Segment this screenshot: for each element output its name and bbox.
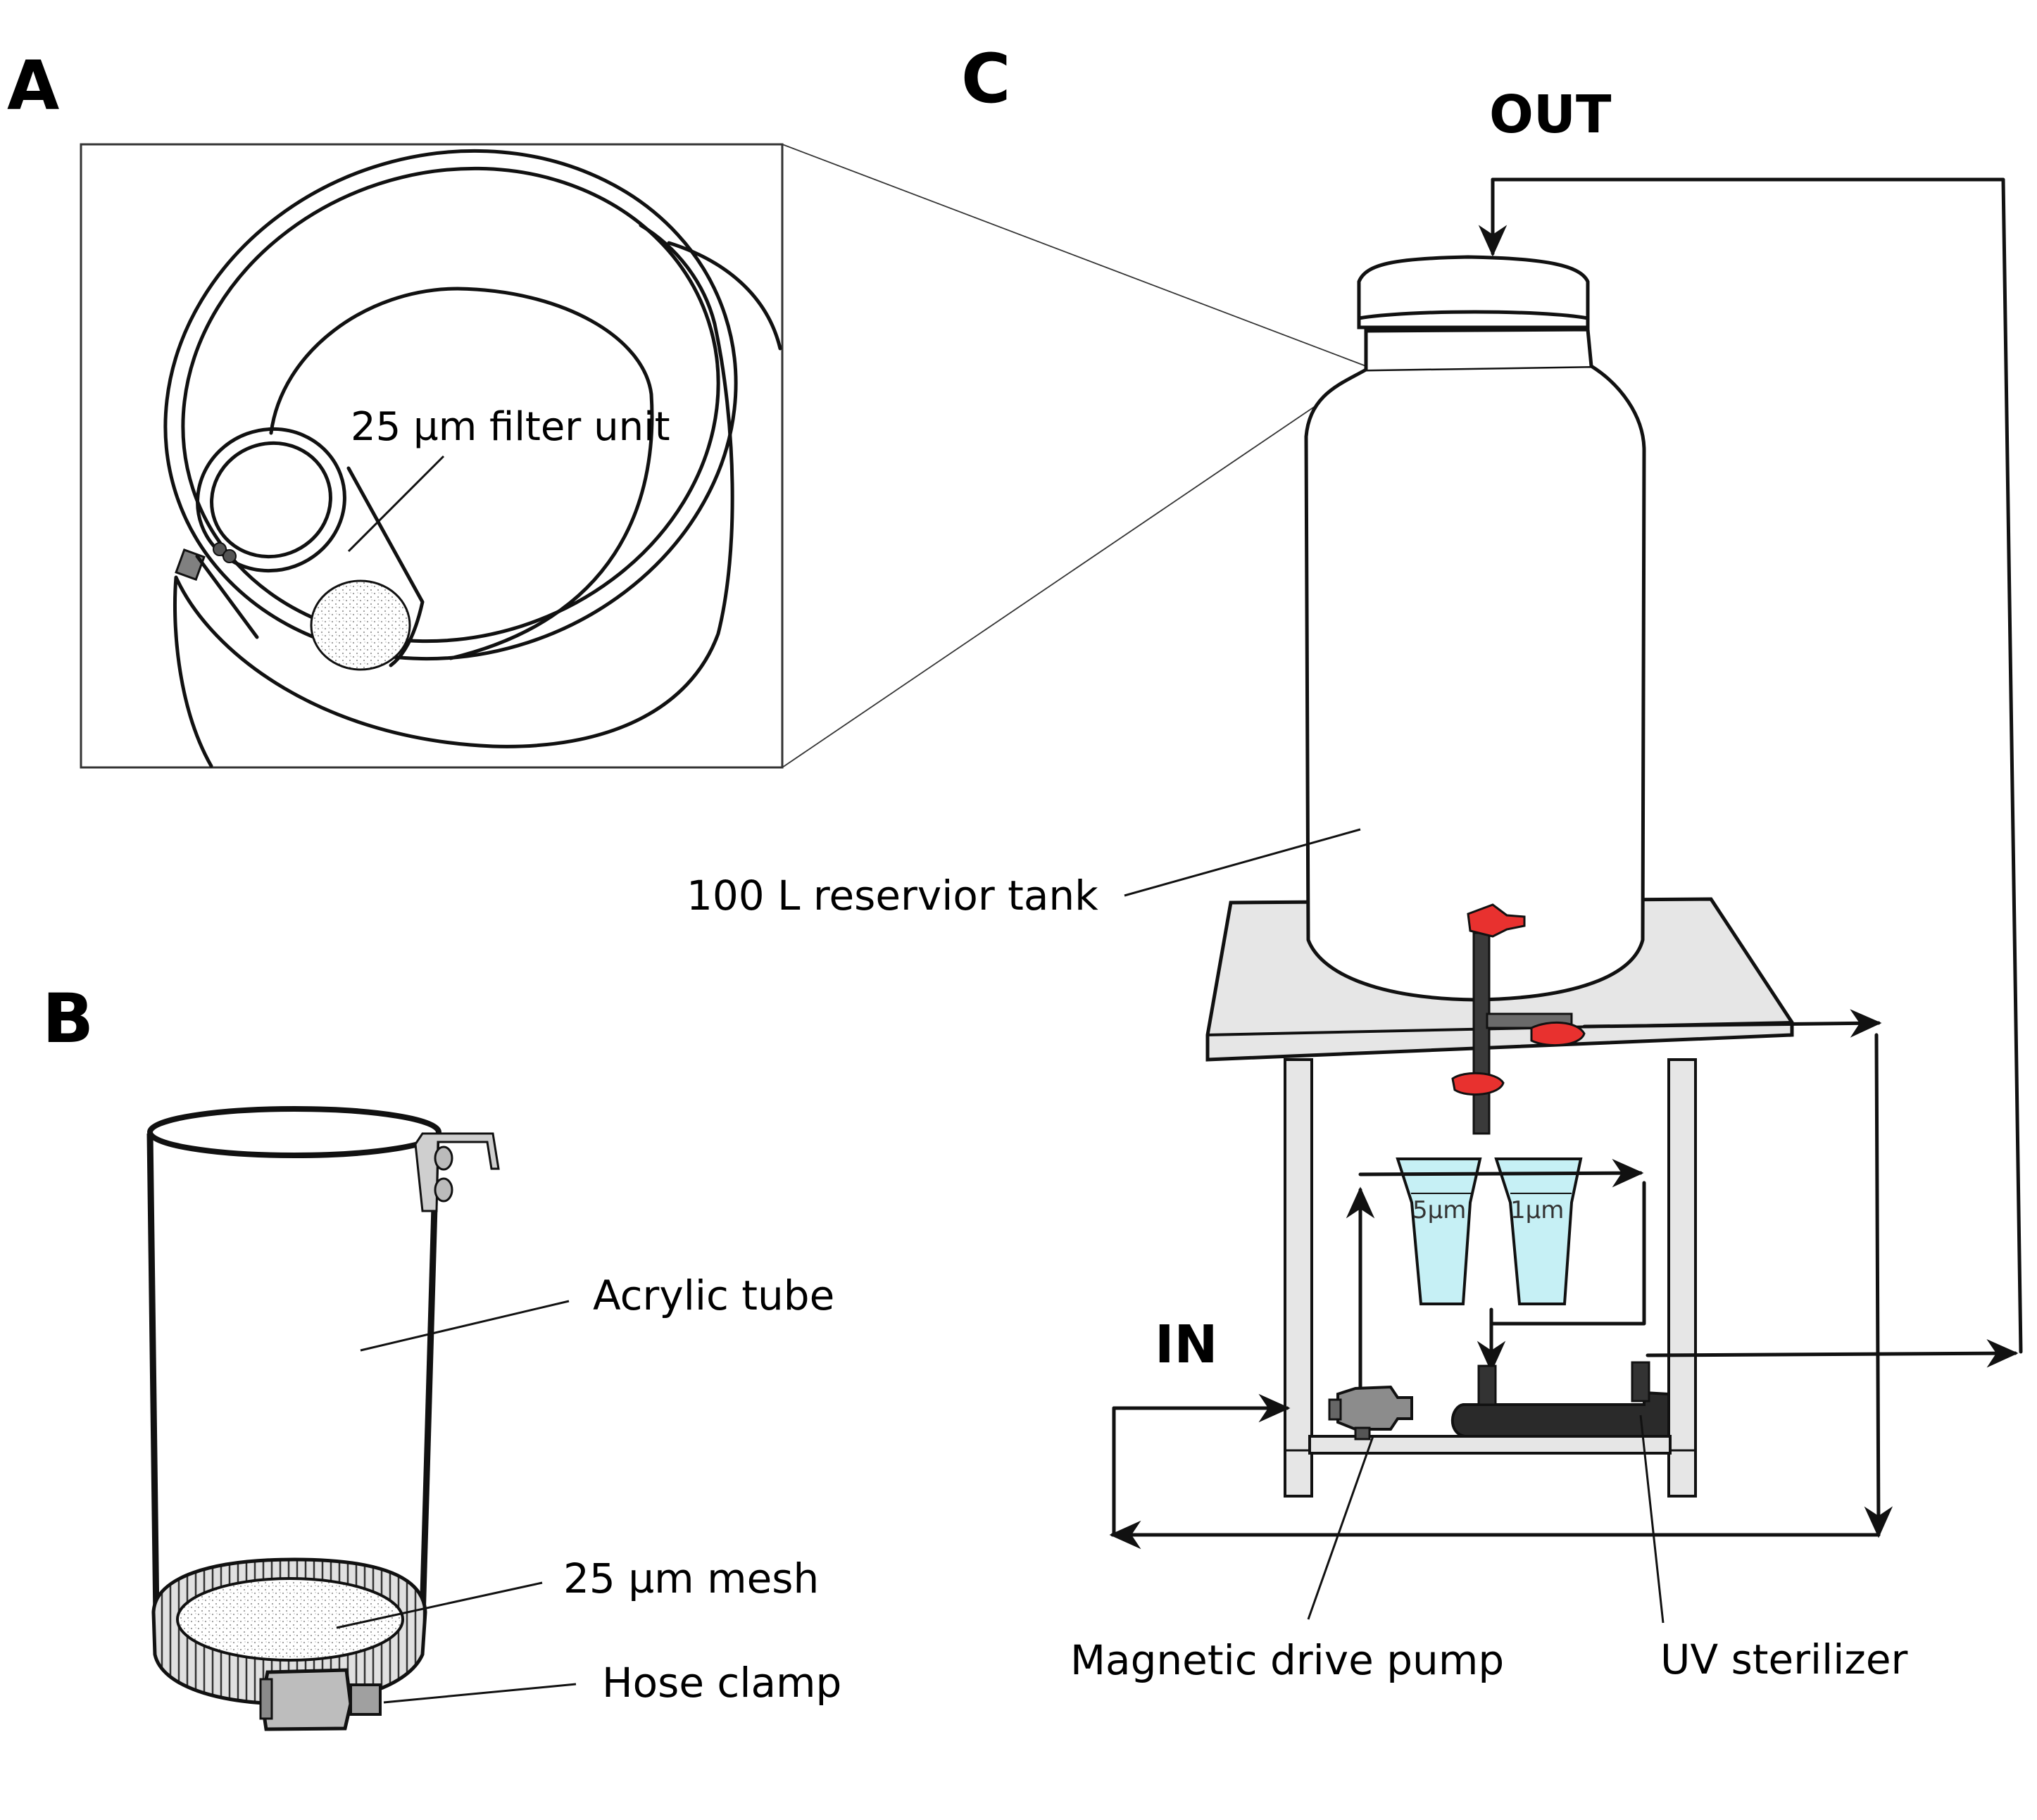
- tube-leader-line: [360, 1300, 570, 1352]
- cartridge-filters: 5µm 1µm: [1396, 1157, 1583, 1305]
- tank-lid: [1357, 255, 1590, 330]
- mesh-label: 25 µm mesh: [563, 1555, 819, 1602]
- return-line: [1478, 177, 2023, 1354]
- zoom-line-top: [782, 144, 1367, 367]
- filter-mesh-disk: [310, 579, 411, 671]
- tank-label: 100 L reservior tank: [687, 872, 1098, 920]
- cartridge-1um: [1494, 1157, 1583, 1305]
- outlet-valve-assembly: [1451, 903, 1586, 1135]
- magnetic-drive-pump: [1328, 1385, 1413, 1441]
- uv-label: UV sterilizer: [1660, 1636, 1908, 1683]
- acrylic-tube-label: Acrylic tube: [593, 1272, 834, 1319]
- cartridge-5um: [1396, 1157, 1482, 1305]
- panel-letter-c: C: [961, 39, 1010, 118]
- clamp-leader-line: [383, 1683, 577, 1704]
- hose-clamp: [259, 1668, 382, 1731]
- uv-leader-line: [1639, 1414, 1665, 1624]
- mesh-disk: [176, 1577, 404, 1662]
- sieve-tube: [146, 1106, 500, 1731]
- filter-leader-line: [347, 455, 445, 553]
- filter-flow-path: [1346, 1158, 1646, 1410]
- cartridge-1um-label: 1µm: [1510, 1196, 1564, 1224]
- valve-handle-side: [1530, 1021, 1586, 1047]
- pump-leader-line: [1307, 1436, 1374, 1620]
- hose-clamp-label: Hose clamp: [602, 1659, 841, 1707]
- panel-letter-b: B: [42, 979, 94, 1058]
- panel-c: C OUT: [687, 39, 2023, 1684]
- tube-rim: [147, 1106, 441, 1158]
- filter-unit: [195, 427, 425, 671]
- in-label: IN: [1155, 1314, 1217, 1375]
- valve-handle-bottom: [1451, 1072, 1505, 1096]
- uv-return-line: [1646, 1338, 2019, 1368]
- valve-handle-top: [1467, 903, 1526, 938]
- tank-leader-line: [1124, 828, 1361, 897]
- mesh-leader-line: [336, 1581, 543, 1629]
- drain-line: [1109, 1009, 1893, 1550]
- hanger-bracket: [414, 1132, 500, 1212]
- panel-letter-a: A: [7, 46, 59, 125]
- filter-unit-label: 25 µm filter unit: [351, 404, 670, 450]
- out-label: OUT: [1489, 84, 1612, 145]
- panel-a: A 25 µm filter unit: [7, 46, 784, 769]
- panel-b: B Acrylic tube 25 µm mesh Hose clamp: [42, 979, 841, 1731]
- reservoir-tank: [1304, 255, 1646, 1002]
- pump-label: Magnetic drive pump: [1070, 1636, 1504, 1684]
- uv-sterilizer: [1450, 1361, 1670, 1438]
- zoom-line-bottom: [782, 371, 1367, 768]
- tank-top-closeup: [163, 149, 782, 768]
- cartridge-5um-label: 5µm: [1412, 1196, 1466, 1224]
